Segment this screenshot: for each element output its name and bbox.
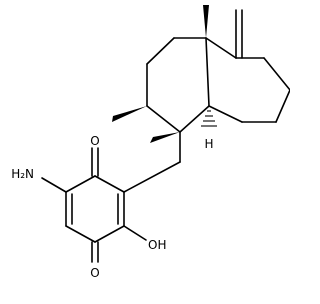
quinone-ring bbox=[65, 175, 125, 243]
ring-junction-h-label: H bbox=[204, 137, 213, 151]
hydroxyl-label: OH bbox=[148, 238, 166, 252]
carbonyl-bottom-oxygen-label: O bbox=[90, 266, 99, 280]
hydroxyl-bond bbox=[123, 225, 147, 241]
molecule-structure: H O O H₂N OH bbox=[11, 5, 290, 280]
amine-label: H₂N bbox=[11, 167, 34, 181]
decalin-ring-left bbox=[146, 37, 210, 133]
methyl-wedge-quaternary bbox=[150, 132, 180, 143]
carbonyl-bottom bbox=[91, 241, 99, 263]
carbonyl-top bbox=[91, 147, 99, 177]
decalin-ring-right bbox=[205, 9, 290, 123]
hashed-bond-h bbox=[201, 110, 217, 127]
methyl-wedge-top bbox=[203, 5, 209, 38]
methylene-linker bbox=[123, 131, 181, 193]
carbonyl-top-oxygen-label: O bbox=[90, 134, 99, 148]
methyl-wedge-left bbox=[112, 106, 147, 122]
amine-bond bbox=[41, 177, 67, 193]
